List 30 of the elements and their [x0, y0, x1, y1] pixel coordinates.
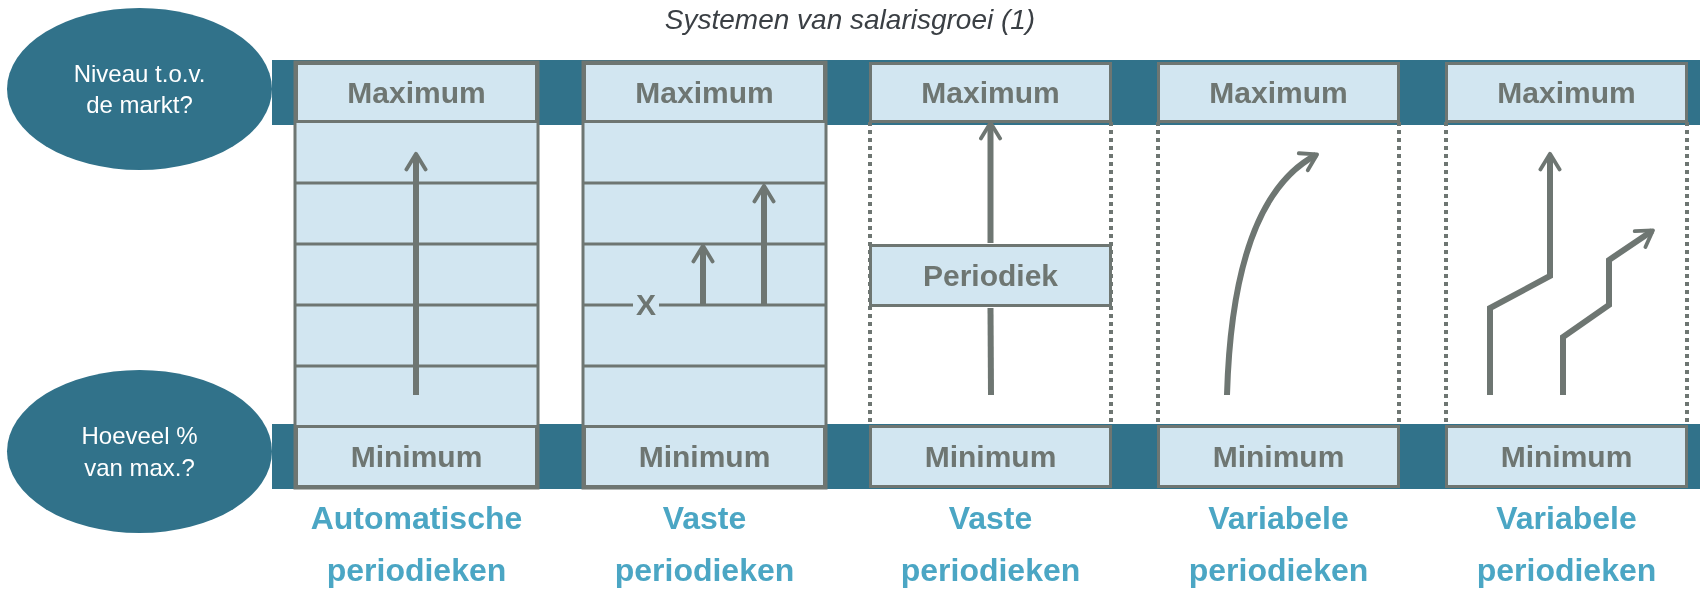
node-text: Minimum [350, 439, 483, 474]
level-box [295, 62, 538, 123]
column-caption: Variabele periodieken [1187, 499, 1370, 590]
node-text: Maximum [1497, 75, 1636, 110]
level-box [869, 62, 1112, 123]
node-text: Minimum [924, 439, 1057, 474]
level-box [1157, 425, 1400, 488]
level-box [1157, 62, 1400, 123]
diagram-title: Systemen van salarisgroei (1) [663, 4, 1037, 36]
node-text: Minimum [1212, 439, 1345, 474]
node-text: Niveau t.o.v. de markt? [72, 58, 207, 120]
node-text: Maximum [347, 75, 486, 110]
level-box [1445, 62, 1688, 123]
level-box [1445, 425, 1688, 488]
node-text: Hoeveel % van max.? [80, 421, 199, 483]
node-text: Periodiek [922, 258, 1059, 293]
column-caption: Vaste periodieken [899, 499, 1082, 590]
column-caption: Variabele periodieken [1475, 499, 1658, 590]
level-box [583, 425, 826, 488]
level-box [295, 425, 538, 488]
node-text: Minimum [1500, 439, 1633, 474]
node-text: Maximum [1209, 75, 1348, 110]
node-text: Maximum [635, 75, 774, 110]
node-text: Minimum [638, 439, 771, 474]
level-box [869, 425, 1112, 488]
level-box [583, 62, 826, 123]
column-caption: Automatische periodieken [309, 499, 524, 590]
column-caption: Vaste periodieken [613, 499, 796, 590]
level-box [869, 244, 1112, 307]
node-text: Maximum [921, 75, 1060, 110]
